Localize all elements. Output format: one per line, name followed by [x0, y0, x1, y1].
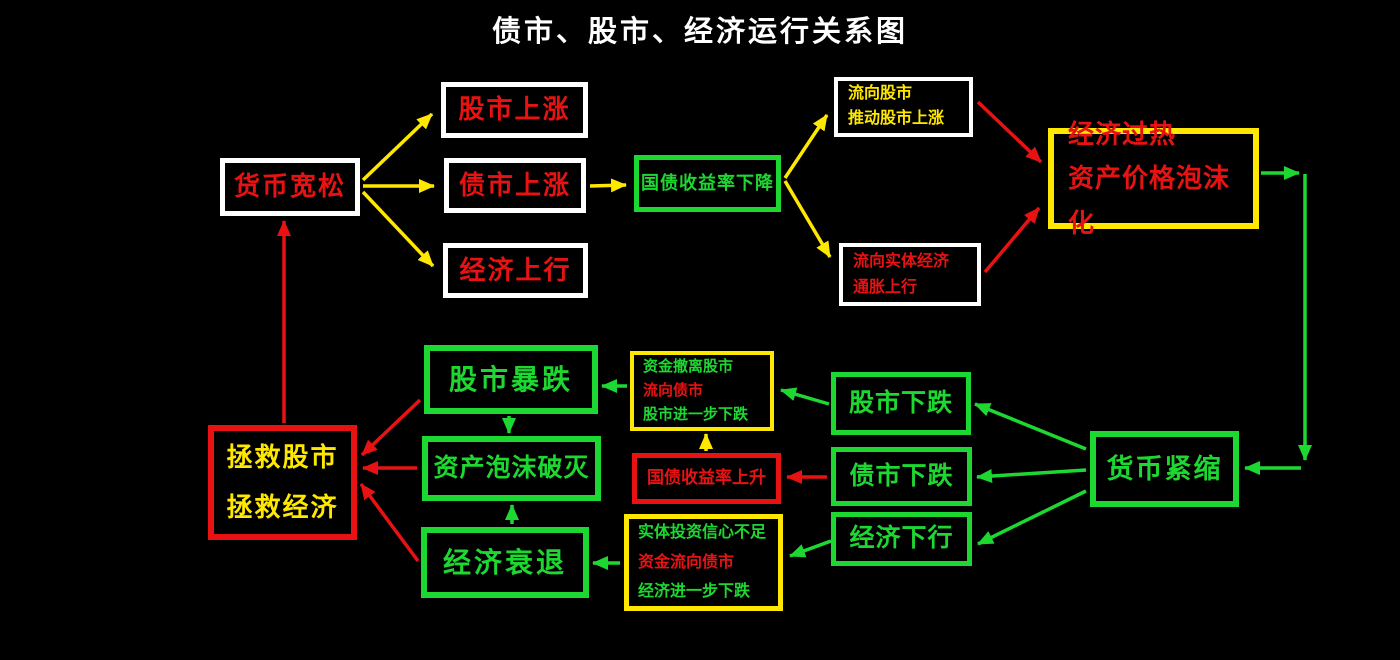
node-economy-up: 经济上行	[443, 243, 588, 298]
node-stock-fall-label: 股市下跌	[848, 388, 953, 417]
node-economy-overheat: 经济过热 资产价格泡沫化	[1048, 119, 1259, 238]
node-monetary-tightening-label: 货币紧缩	[1106, 453, 1223, 484]
node-bond-rise: 债市上涨	[444, 158, 586, 213]
arrow-stockfall-to-fundsleave	[780, 387, 830, 406]
node-weak-real-investment-line2: 资金流向债市	[638, 553, 735, 571]
arrow-tightening-to-economydown	[977, 489, 1087, 546]
node-rescue: 拯救股市 拯救经济	[208, 425, 357, 540]
arrow-flowreal-to-overheat	[983, 206, 1041, 274]
node-funds-leave-stock-line3: 股市进一步下跌	[643, 406, 749, 423]
arrow-easing-to-stockrise	[361, 112, 434, 182]
node-flow-to-stock: 流向股市 推动股市上涨	[834, 77, 973, 137]
diagram-title: 债市、股市、经济运行关系图	[491, 16, 908, 48]
node-treasury-yield-up-label: 国债收益率上升	[647, 468, 766, 488]
node-bond-fall-label: 债市下跌	[849, 461, 954, 490]
node-economy-recession-label: 经济衰退	[442, 546, 567, 578]
node-economy-recession: 经济衰退	[421, 527, 589, 598]
node-treasury-yield-down-label: 国债收益率下降	[641, 173, 774, 194]
node-flow-to-stock-line1: 流向股市	[848, 85, 913, 103]
node-stock-crash-label: 股市暴跌	[448, 363, 573, 395]
arrow-bondrise-to-yielddown	[589, 178, 627, 193]
node-flow-to-real-economy-line2: 通胀上行	[853, 278, 918, 296]
node-stock-rise-label: 股市上涨	[458, 94, 571, 125]
node-weak-real-investment-line1: 实体投资信心不足	[638, 524, 767, 542]
arrow-economydown-to-weakinvest	[789, 539, 832, 558]
node-economy-overheat-line2: 资产价格泡沫化	[1068, 163, 1231, 238]
arrow-tightening-to-stockfall	[974, 402, 1087, 451]
node-economy-down-label: 经济下行	[849, 524, 954, 553]
arrow-recession-to-rescue	[359, 482, 420, 563]
node-asset-bubble-burst-label: 资产泡沫破灭	[433, 453, 590, 482]
node-stock-rise: 股市上涨	[441, 82, 588, 138]
node-economy-overheat-line1: 经济过热	[1068, 119, 1177, 150]
node-economy-up-label: 经济上行	[459, 254, 572, 285]
node-monetary-tightening: 货币紧缩	[1090, 431, 1239, 507]
arrow-easing-to-economyup	[361, 190, 435, 268]
node-funds-leave-stock-line1: 资金撤离股市	[643, 358, 734, 375]
node-funds-leave-stock: 资金撤离股市 流向债市 股市进一步下跌	[630, 351, 774, 431]
node-economy-down: 经济下行	[831, 512, 972, 566]
node-weak-real-investment: 实体投资信心不足 资金流向债市 经济进一步下跌	[624, 514, 783, 611]
node-flow-to-real-economy: 流向实体经济 通胀上行	[839, 243, 981, 306]
node-asset-bubble-burst: 资产泡沫破灭	[422, 436, 601, 501]
arrow-yielddown-to-flowstock	[783, 114, 829, 179]
node-treasury-yield-up: 国债收益率上升	[632, 453, 781, 504]
node-bond-rise-label: 债市上涨	[458, 169, 571, 200]
node-treasury-yield-down: 国债收益率下降	[634, 155, 781, 212]
node-bond-fall: 债市下跌	[831, 447, 972, 506]
arrow-stockcrash-to-rescue	[360, 398, 422, 457]
arrow-tightening-to-bondfall	[976, 468, 1087, 484]
node-stock-fall: 股市下跌	[831, 372, 971, 435]
node-funds-leave-stock-line2: 流向债市	[643, 382, 704, 399]
node-stock-crash: 股市暴跌	[424, 345, 598, 414]
node-flow-to-stock-line2: 推动股市上涨	[848, 110, 945, 127]
node-flow-to-real-economy-line1: 流向实体经济	[853, 252, 950, 270]
arrow-yielddown-to-flowreal	[783, 180, 832, 258]
arrow-flowstock-to-overheat	[976, 100, 1043, 164]
node-monetary-easing-label: 货币宽松	[233, 171, 346, 202]
node-rescue-line1: 拯救股市	[226, 442, 339, 473]
node-rescue-line2: 拯救经济	[226, 491, 339, 522]
node-monetary-easing: 货币宽松	[220, 158, 360, 216]
node-weak-real-investment-line3: 经济进一步下跌	[638, 583, 751, 601]
